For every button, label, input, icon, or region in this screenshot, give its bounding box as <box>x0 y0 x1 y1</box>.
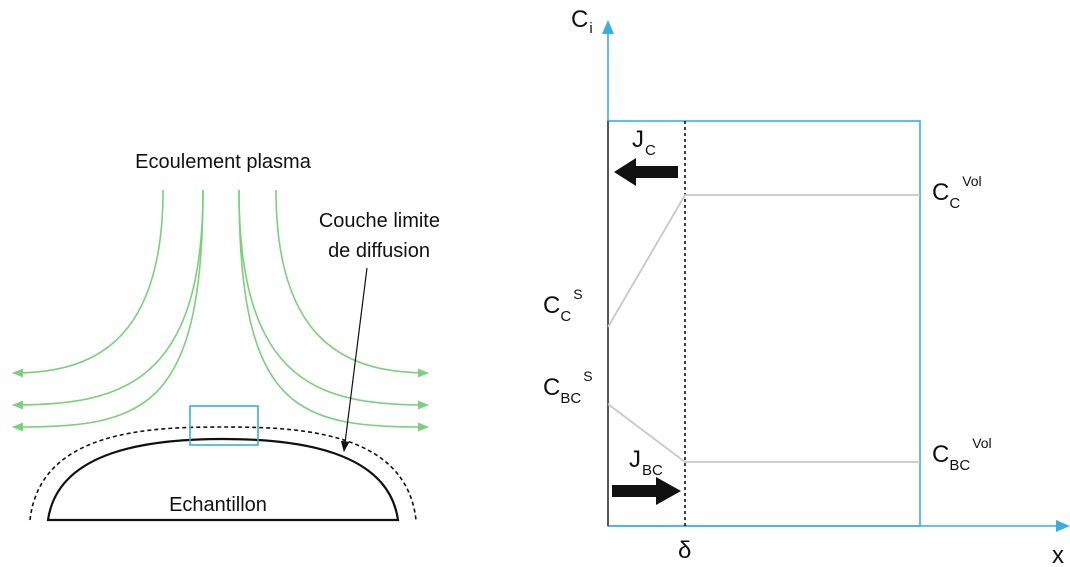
boundary-pointer-arrow <box>340 267 368 453</box>
streamlines <box>11 189 430 432</box>
x-axis-arrowhead <box>1056 520 1070 532</box>
x-axis-label: x <box>1052 542 1064 567</box>
flux-bc-arrow <box>612 477 681 505</box>
y-axis-arrowhead <box>602 20 614 34</box>
zoom-region-box <box>189 405 259 446</box>
flux-c-label: JC <box>632 126 656 159</box>
c-c-volume-label: CCVol <box>932 173 982 212</box>
plasma-flow-diagram: Ecoulement plasma Echantillon Couche lim… <box>11 151 440 522</box>
streamline-right-middle <box>238 189 430 410</box>
sample-shape <box>46 437 400 522</box>
streamline-left-inner <box>11 189 204 432</box>
sample-label: Echantillon <box>169 494 267 516</box>
streamline-right-outer <box>275 189 430 378</box>
streamline-left-middle <box>11 189 204 410</box>
flow-label: Ecoulement plasma <box>135 151 312 173</box>
c-c-surface-label: CCS <box>543 286 583 325</box>
flux-bc-label: JBC <box>629 446 663 479</box>
delta-label: δ <box>678 537 691 564</box>
flux-c-arrow <box>614 158 678 186</box>
profile-bc <box>607 403 920 463</box>
concentration-profile-diagram: Ci x δ JC JBC CCS CBCS CCVol CBCVol <box>543 6 1070 567</box>
c-bc-surface-label: CBCS <box>543 368 593 407</box>
y-axis-label: Ci <box>571 6 593 37</box>
streamline-left-outer <box>11 189 164 378</box>
boundary-label-line1: Couche limite <box>319 210 440 232</box>
streamline-right-inner <box>238 189 430 432</box>
diffusion-boundary-layer <box>29 426 417 521</box>
profile-c <box>607 194 920 328</box>
boundary-label-line2: de diffusion <box>328 240 430 262</box>
c-bc-volume-label: CBCVol <box>932 435 992 474</box>
